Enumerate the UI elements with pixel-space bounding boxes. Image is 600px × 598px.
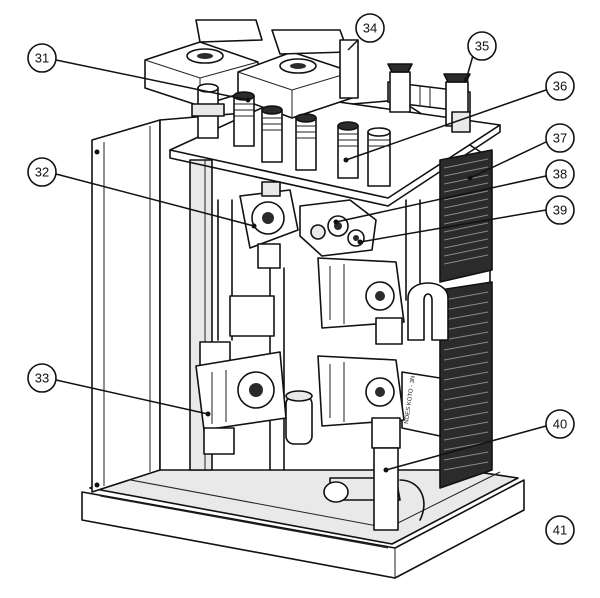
svg-text:31: 31 [35,51,49,66]
pipe-connections [191,83,391,187]
svg-text:35: 35 [475,39,489,54]
svg-text:38: 38 [553,167,567,182]
callout-39: 39 [545,195,575,225]
callout-40: 40 [545,409,575,439]
svg-text:39: 39 [553,203,567,218]
type-plate: NOES KOTO - 3N [401,371,441,437]
svg-text:41: 41 [553,523,567,538]
pipe-stub-2 [233,91,255,147]
circulation-pump-left [195,341,287,455]
svg-text:36: 36 [553,79,567,94]
callout-32: 32 [27,157,57,187]
svg-text:32: 32 [35,165,49,180]
plate-heat-exchanger-upper [439,149,493,283]
pipe-stub-5 [337,121,359,179]
plate-heat-exchanger-lower [439,281,493,489]
callouts: 31 32 33 34 35 36 37 38 [27,13,575,545]
callout-37: 37 [545,123,575,153]
svg-text:34: 34 [363,21,377,36]
svg-text:33: 33 [35,371,49,386]
mixing-valve-upper [239,181,299,269]
circulation-pump-upper [317,257,405,345]
top-motor-valve-right [237,29,359,119]
pipe-stub-4 [295,113,317,171]
callout-33: 33 [27,363,57,393]
pipe-stub-3 [261,105,283,163]
callout-41: 41 [545,515,575,545]
pipe-stub-6 [367,127,391,187]
callout-35: 35 [467,31,497,61]
callout-36: 36 [545,71,575,101]
top-motor-valve-left [144,19,263,107]
svg-text:37: 37 [553,131,567,146]
pipe-stub-1 [191,83,225,139]
callout-34: 34 [355,13,385,43]
callout-38: 38 [545,159,575,189]
filter-vessel [285,390,313,445]
callout-31: 31 [27,43,57,73]
ball-valve [387,63,471,133]
svg-text:40: 40 [553,417,567,432]
